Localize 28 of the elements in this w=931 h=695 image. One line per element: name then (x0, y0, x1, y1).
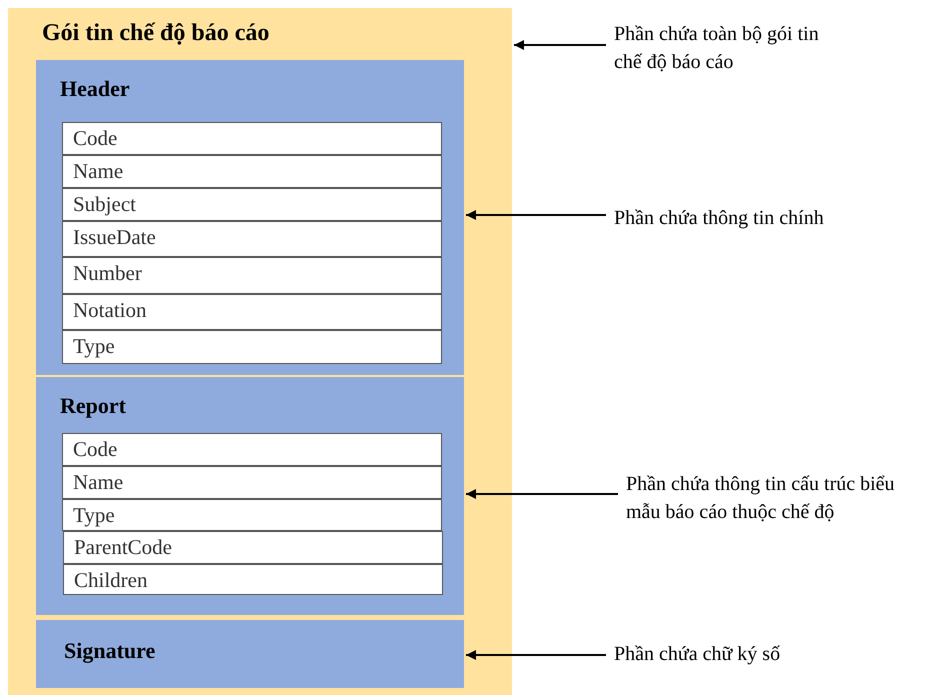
callout-text: Phần chứa chữ ký số (614, 640, 834, 668)
field-cell: ParentCode (63, 531, 443, 564)
arrow (514, 40, 606, 50)
section-panel (36, 60, 464, 375)
arrow (466, 210, 606, 220)
field-cell: Code (62, 122, 442, 155)
arrow (466, 650, 606, 660)
field-cell: Type (62, 499, 442, 531)
field-cell: Children (63, 564, 443, 595)
section-panel (36, 620, 464, 688)
field-cell: Subject (62, 188, 442, 221)
field-cell: Notation (62, 294, 442, 330)
section-panel (36, 377, 464, 615)
field-cell: Code (62, 433, 442, 466)
field-cell: IssueDate (62, 221, 442, 257)
package-panel (8, 8, 512, 695)
field-cell: Name (62, 466, 442, 499)
section-title: Gói tin chế độ báo cáo (42, 20, 270, 47)
field-cell: Type (62, 330, 442, 364)
callout-text: Phần chứa thông tin cấu trúc biểu mẫu báo cáo thuộc chế độ (626, 470, 931, 526)
section-title: Signature (64, 638, 156, 664)
callout-text: Phần chứa thông tin chính (614, 204, 884, 232)
callout-text: Phần chứa toàn bộ gói tin chế độ báo cáo (614, 20, 849, 76)
arrow (466, 489, 618, 499)
section-title: Report (60, 393, 126, 419)
section-title: Header (60, 76, 130, 102)
field-cell: Number (62, 257, 442, 294)
field-cell: Name (62, 155, 442, 188)
